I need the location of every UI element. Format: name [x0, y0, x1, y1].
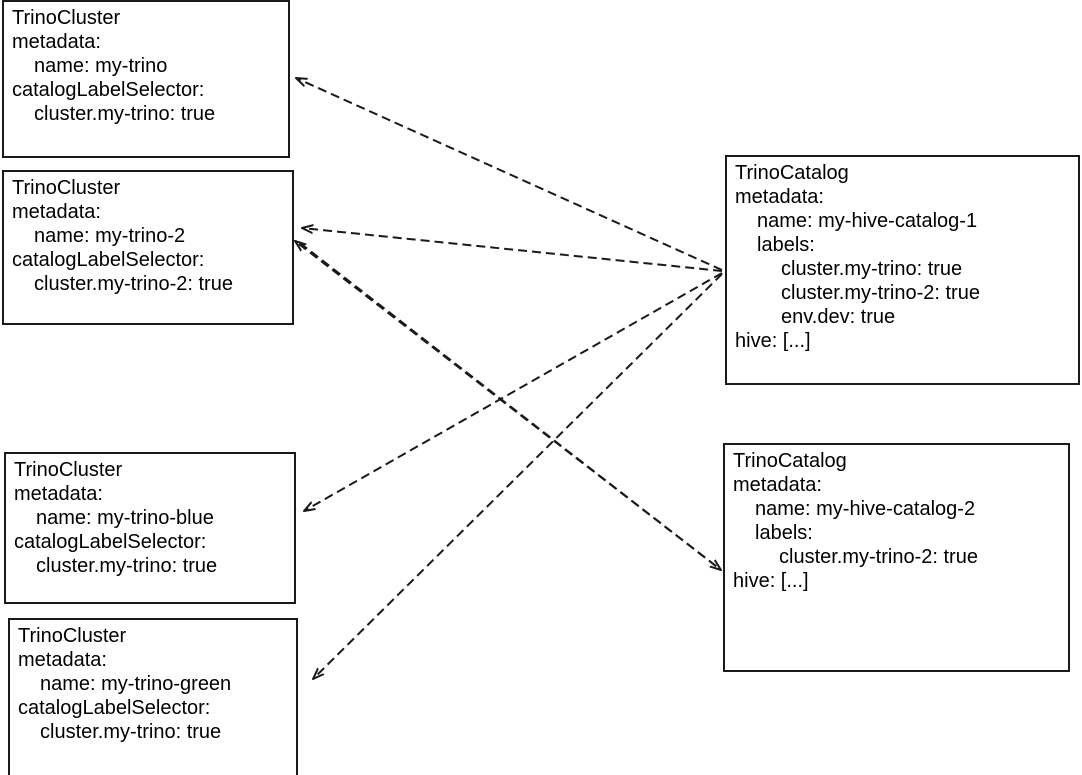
- edge-catalog2-to-cluster2: [295, 241, 717, 567]
- node-line: env.dev: true: [781, 306, 896, 328]
- node-trinocluster-my-trino[interactable]: TrinoCluster metadata: name: my-trino ca…: [2, 0, 290, 158]
- node-line: metadata:: [14, 483, 103, 505]
- node-line: metadata:: [735, 186, 824, 208]
- node-line: cluster.my-trino: true: [34, 103, 216, 125]
- node-line: cluster.my-trino: true: [781, 258, 963, 280]
- node-line: labels:: [755, 522, 813, 544]
- node-line: metadata:: [733, 474, 822, 496]
- node-line: name: my-trino-green: [40, 673, 232, 695]
- node-line: TrinoCluster: [14, 459, 123, 481]
- node-trinocluster-my-trino-2[interactable]: TrinoCluster metadata: name: my-trino-2 …: [2, 170, 294, 325]
- node-trinocluster-my-trino-blue[interactable]: TrinoCluster metadata: name: my-trino-bl…: [4, 452, 296, 604]
- node-line: name: my-trino-blue: [36, 507, 214, 529]
- node-trinocatalog-my-hive-catalog-1[interactable]: TrinoCatalog metadata: name: my-hive-cat…: [725, 155, 1080, 385]
- edge-catalog1-to-cluster4: [313, 273, 723, 679]
- edge-cluster2-to-catalog2: [299, 242, 721, 570]
- node-line: cluster.my-trino-2: true: [779, 546, 978, 568]
- node-line: catalogLabelSelector:: [12, 249, 205, 271]
- node-line: cluster.my-trino-2: true: [781, 282, 980, 304]
- node-line: TrinoCluster: [12, 177, 121, 199]
- node-line: metadata:: [12, 201, 101, 223]
- node-line: catalogLabelSelector:: [14, 531, 207, 553]
- node-line: metadata:: [18, 649, 107, 671]
- node-line: TrinoCluster: [18, 625, 127, 647]
- edge-catalog1-to-cluster3: [304, 272, 723, 511]
- edge-catalog1-to-cluster2: [302, 228, 723, 272]
- edge-catalog1-to-cluster1: [296, 78, 723, 271]
- node-line: catalogLabelSelector:: [12, 79, 205, 101]
- node-line: cluster.my-trino: true: [40, 721, 222, 743]
- node-line: TrinoCluster: [12, 7, 121, 29]
- node-line: TrinoCatalog: [735, 162, 849, 184]
- node-line: cluster.my-trino: true: [36, 555, 218, 577]
- node-line: metadata:: [12, 31, 101, 53]
- node-line: hive: [...]: [733, 570, 809, 592]
- node-trinocluster-my-trino-green[interactable]: TrinoCluster metadata: name: my-trino-gr…: [8, 618, 298, 775]
- node-line: TrinoCatalog: [733, 450, 847, 472]
- node-line: name: my-trino: [34, 55, 168, 77]
- node-line: name: my-hive-catalog-1: [757, 210, 978, 232]
- node-line: hive: [...]: [735, 330, 811, 352]
- node-line: catalogLabelSelector:: [18, 697, 211, 719]
- node-trinocatalog-my-hive-catalog-2[interactable]: TrinoCatalog metadata: name: my-hive-cat…: [723, 443, 1070, 672]
- node-line: cluster.my-trino-2: true: [34, 273, 233, 295]
- node-line: labels:: [757, 234, 815, 256]
- node-line: name: my-hive-catalog-2: [755, 498, 976, 520]
- node-line: name: my-trino-2: [34, 225, 186, 247]
